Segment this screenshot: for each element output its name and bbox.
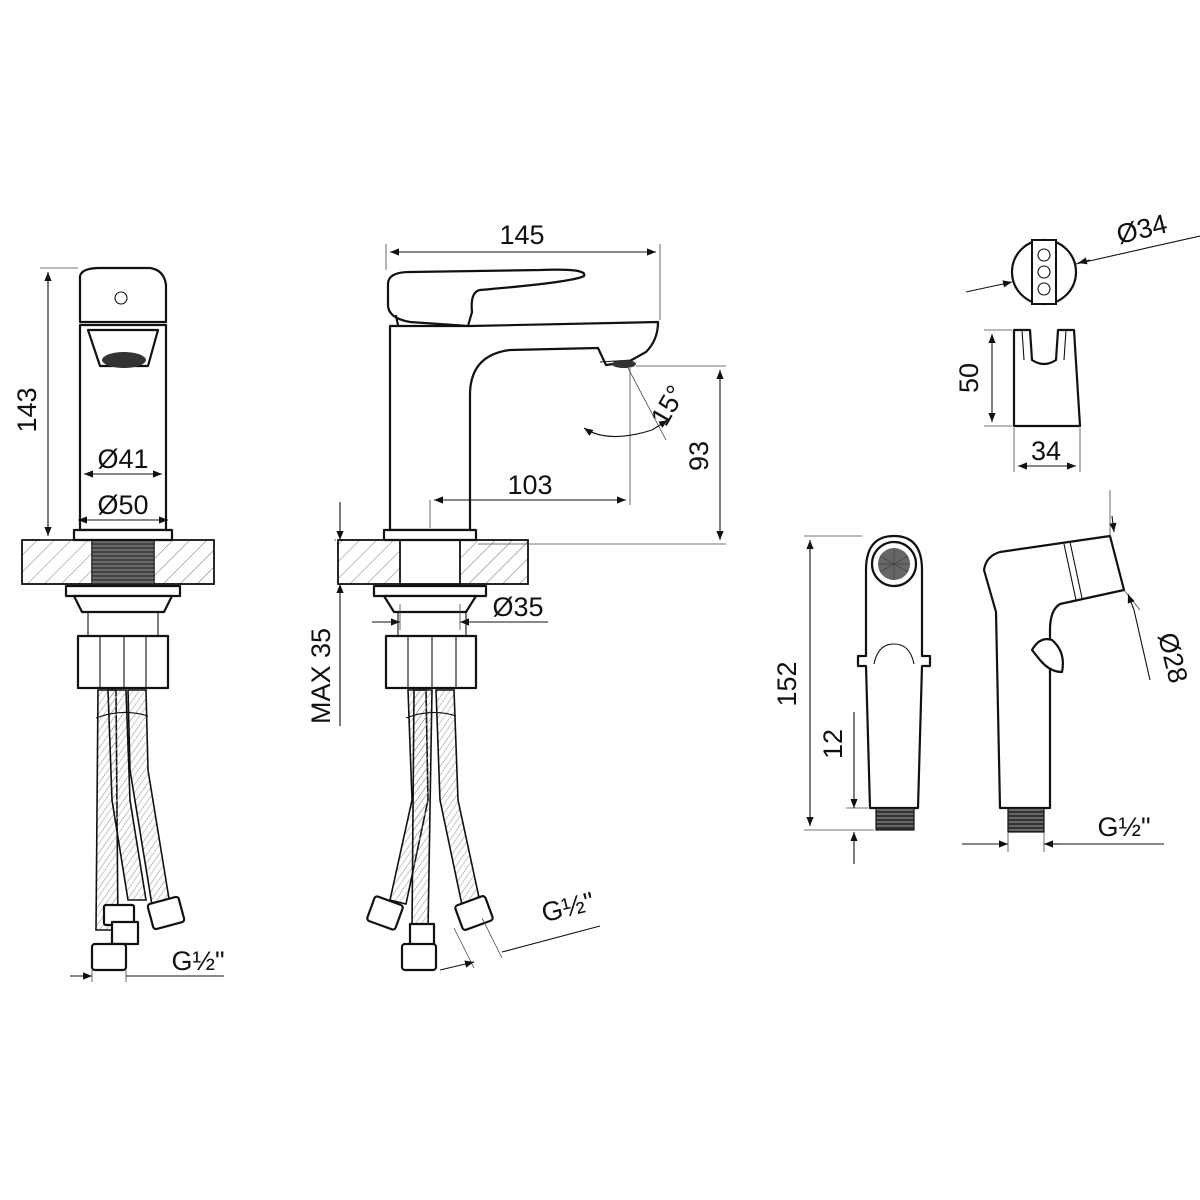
side-hose-3: [435, 689, 481, 906]
front-base-ring: [72, 528, 174, 542]
side-body: [388, 320, 660, 532]
front-hose-2: [107, 689, 147, 901]
front-handle-hole: [114, 291, 128, 305]
front-hose-nut: [90, 942, 128, 972]
dim-spout-reach: 103: [507, 470, 552, 500]
holder-dimensions: Ø34 50 34: [954, 209, 1200, 472]
dim-spout-height: 93: [684, 441, 714, 471]
dim-shower-thread-length: 12: [818, 729, 848, 759]
dim-holder-height: 50: [954, 363, 984, 393]
front-dimensions: 143 Ø41 Ø50 G½": [12, 267, 225, 982]
shower-trigger: [1030, 638, 1064, 674]
dim-spout-angle: 15°: [645, 380, 691, 430]
side-fixing-nut: [384, 634, 478, 690]
shower-front-thread: [875, 807, 915, 831]
side-hose-2: [411, 689, 433, 931]
dim-shank-diameter: Ø35: [492, 592, 543, 622]
front-view: [21, 266, 215, 972]
shower-front-dimensions: 152 12: [772, 535, 874, 864]
dim-body-diameter: Ø41: [97, 444, 148, 474]
shower-side-body: [982, 534, 1126, 810]
side-view: [337, 268, 660, 972]
dim-shower-length: 152: [772, 661, 802, 706]
dim-front-height: 143: [12, 387, 42, 432]
holder: [1010, 238, 1082, 428]
dim-front-thread: G½": [171, 946, 224, 976]
dim-shower-thread: G½": [1097, 812, 1150, 842]
side-handle: [386, 268, 586, 328]
dim-holder-diameter: Ø34: [1113, 209, 1170, 250]
shower-side-view: [982, 534, 1126, 833]
dim-shower-diameter: Ø28: [1152, 629, 1193, 686]
dim-max-counter: MAX 35: [306, 628, 336, 724]
side-base-ring: [382, 528, 478, 542]
side-hose-nut: [400, 942, 438, 972]
dim-spout-length: 145: [499, 220, 544, 250]
shower-side-thread: [1007, 807, 1045, 833]
dim-side-thread: G½": [538, 886, 597, 928]
front-handle: [78, 266, 168, 324]
holder-side-view: [1012, 328, 1082, 428]
front-fixing-nut: [76, 634, 170, 690]
dim-holder-width: 34: [1031, 436, 1061, 466]
shower-front-view: [856, 534, 932, 831]
dim-base-diameter: Ø50: [97, 490, 148, 520]
